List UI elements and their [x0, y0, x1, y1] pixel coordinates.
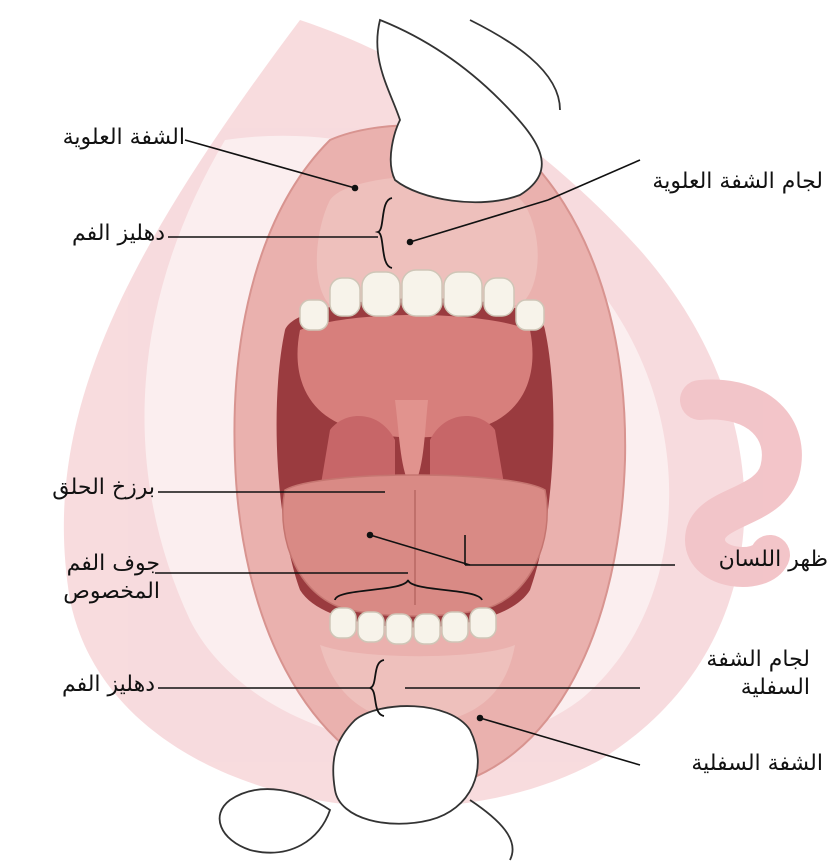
- label-oral-cavity-line2: المخصوص: [25, 578, 160, 606]
- label-upper-vestibule: دهليز الفم: [25, 220, 165, 248]
- label-lower-lip: الشفة السفلية: [643, 750, 823, 778]
- label-upper-lip: الشفة العلوية: [10, 124, 185, 152]
- label-fauces: برزخ الحلق: [5, 474, 155, 502]
- label-upper-lip-frenulum: لجام الشفة العلوية: [593, 168, 823, 196]
- label-lower-lip-frenulum: لجام الشفة السفلية: [640, 646, 810, 701]
- label-tongue-dorsum: ظهر اللسان: [678, 546, 828, 574]
- label-lower-frenulum-line2: السفلية: [640, 674, 810, 702]
- upper-finger: [377, 20, 560, 202]
- label-lower-frenulum-line1: لجام الشفة: [640, 646, 810, 674]
- label-oral-cavity-line1: جوف الفم: [25, 550, 160, 578]
- label-oral-cavity-proper: جوف الفم المخصوص: [25, 550, 160, 605]
- label-lower-vestibule: دهليز الفم: [25, 671, 155, 699]
